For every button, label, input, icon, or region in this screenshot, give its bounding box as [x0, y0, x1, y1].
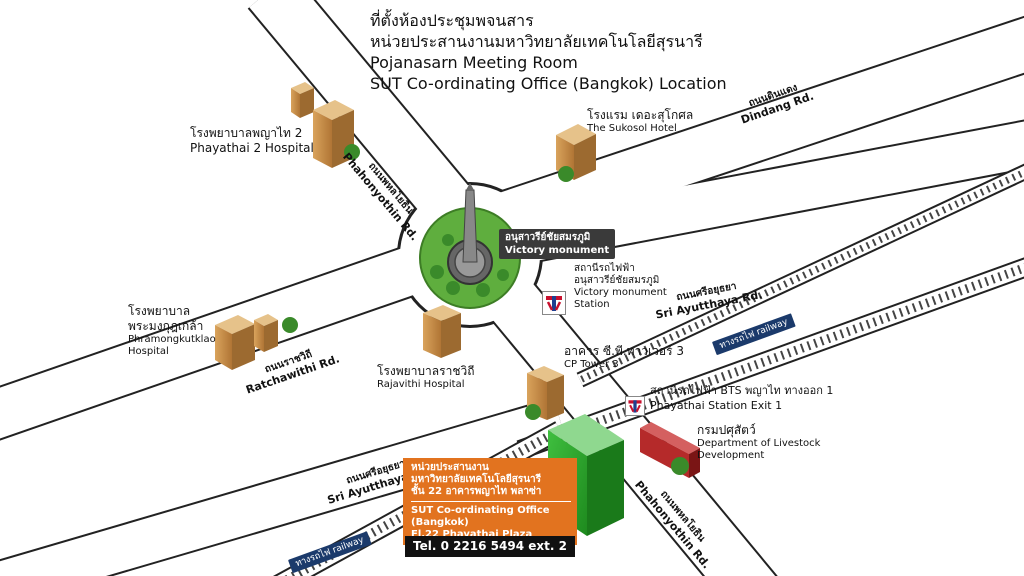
- label-livestock-department: กรมปศุสัตว์ Department of Livestock Deve…: [697, 423, 820, 462]
- bts-victory-station-icon[interactable]: [542, 291, 566, 315]
- office-city-en: (Bangkok): [411, 517, 469, 528]
- office-telephone[interactable]: Tel. 0 2216 5494 ext. 2: [405, 536, 575, 557]
- building-phramongkutklao[interactable]: [215, 314, 298, 370]
- monument-label-th: อนุสาวรีย์ชัยสมรภูมิ: [505, 232, 591, 243]
- title-line-en1: Pojanasarn Meeting Room: [370, 53, 578, 72]
- place-label-en: CP Tower 3: [564, 359, 619, 370]
- place-label-en: The Sukosol Hotel: [587, 123, 677, 134]
- place-label-en: Phramongkutklao: [128, 334, 216, 345]
- label-cp-tower-3: อาคาร ซี.พี.ทาวเวอร์ 3 CP Tower 3: [564, 344, 684, 371]
- label-victory-monument: อนุสาวรีย์ชัยสมรภูมิ Victory monument: [499, 229, 616, 259]
- station-label-th: อนุสาวรีย์ชัยสมรภูมิ: [574, 275, 660, 286]
- station-label-en: Station: [574, 299, 610, 310]
- place-label-en: Hospital: [128, 346, 169, 357]
- place-label-th: โรงพยาบาลราชวิถี: [377, 364, 475, 378]
- place-label-en: Phayathai 2 Hospital: [190, 141, 314, 155]
- place-label-th: อาคาร ซี.พี.ทาวเวอร์ 3: [564, 344, 684, 358]
- place-label-en: Rajavithi Hospital: [377, 379, 465, 390]
- railway-east: [516, 257, 1024, 460]
- victory-monument[interactable]: [419, 183, 521, 309]
- bts-logo-icon: [546, 296, 562, 311]
- station-label-en: Victory monument: [574, 287, 667, 298]
- office-divider: [411, 501, 571, 502]
- label-victory-monument-station: สถานีรถไฟฟ้า อนุสาวรีย์ชัยสมรภูมิ Victor…: [574, 263, 667, 311]
- monument-label-en: Victory monument: [505, 245, 610, 256]
- office-info-box: หน่วยประสานงาน มหาวิทยาลัยเทคโนโลยีสุรนา…: [403, 458, 577, 545]
- place-label-th: โรงพยาบาล: [128, 304, 191, 318]
- building-rajavithi[interactable]: [423, 305, 461, 358]
- office-university-th: มหาวิทยาลัยเทคโนโลยีสุรนารี: [411, 474, 542, 485]
- bts-phayathai-station-icon[interactable]: [625, 396, 645, 416]
- building-sukosol[interactable]: [556, 124, 596, 182]
- label-phramongkutklao-hospital: โรงพยาบาล พระมงกุฎเกล้า Phramongkutklao …: [128, 304, 216, 358]
- place-label-en: Department of Livestock: [697, 438, 821, 449]
- monument-trees: [430, 234, 509, 297]
- railway-east-upper: [576, 163, 1024, 388]
- office-name-en: SUT Co-ordinating Office: [411, 505, 550, 516]
- station-label-th: สถานีรถไฟฟ้า BTS พญาไท ทางออก 1: [650, 384, 834, 397]
- label-rajavithi-hospital: โรงพยาบาลราชวิถี Rajavithi Hospital: [377, 364, 474, 391]
- office-name-th: หน่วยประสานงาน: [411, 462, 489, 473]
- title-line-th2: หน่วยประสานงานมหาวิทยาลัยเทคโนโลยีสุรนาร…: [370, 32, 703, 51]
- label-sukosol-hotel: โรงแรม เดอะสุโกศล The Sukosol Hotel: [587, 108, 693, 135]
- building-livestock[interactable]: [640, 422, 700, 478]
- title-line-th1: ที่ตั้งห้องประชุมพจนสาร: [370, 11, 534, 30]
- title-line-en2: SUT Co-ordinating Office (Bangkok) Locat…: [370, 74, 727, 93]
- bts-logo-icon: [628, 400, 642, 413]
- place-label-th: กรมปศุสัตว์: [697, 423, 756, 437]
- place-label-th: พระมงกุฎเกล้า: [128, 319, 204, 333]
- office-floor-th: ชั้น 22 อาคารพญาไท พลาซ่า: [411, 486, 542, 497]
- building-cp-tower[interactable]: [525, 366, 564, 420]
- office-floor-en: Fl.22 Phayathai Plaza: [411, 529, 533, 540]
- map-title: ที่ตั้งห้องประชุมพจนสาร หน่วยประสานงานมห…: [370, 10, 727, 94]
- place-label-en: Development: [697, 450, 765, 461]
- station-label-th: สถานีรถไฟฟ้า: [574, 263, 635, 274]
- label-phayathai2-hospital: โรงพยาบาลพญาไท 2 Phayathai 2 Hospital: [190, 126, 314, 156]
- label-phayathai-station: สถานีรถไฟฟ้า BTS พญาไท ทางออก 1 Phayatha…: [650, 383, 833, 413]
- place-label-th: โรงพยาบาลพญาไท 2: [190, 126, 303, 140]
- place-label-th: โรงแรม เดอะสุโกศล: [587, 108, 694, 122]
- station-label-en: Phayathai Station Exit 1: [650, 399, 783, 412]
- building-phayathai2[interactable]: [291, 82, 360, 168]
